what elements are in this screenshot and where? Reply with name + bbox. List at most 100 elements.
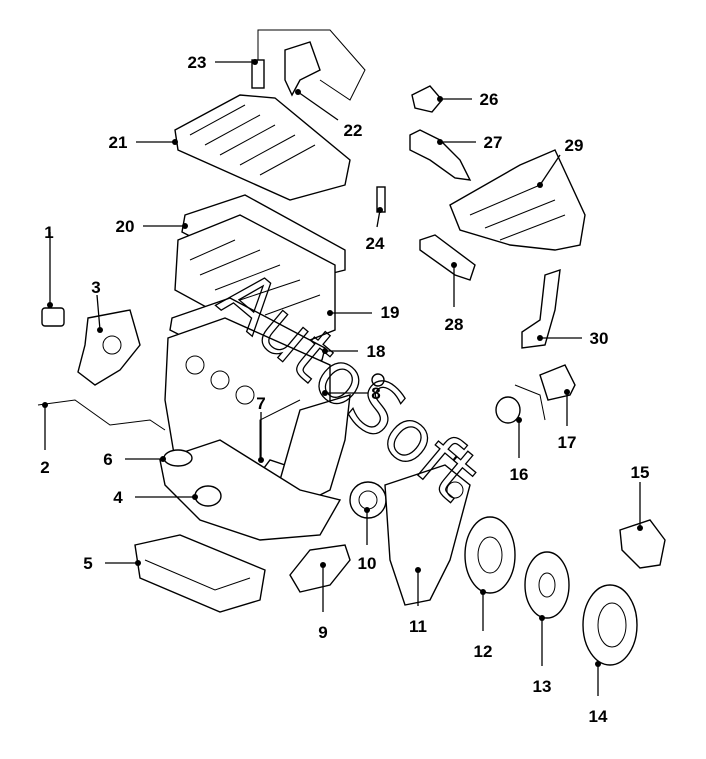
part-pressure-plate (582, 584, 638, 666)
callout-10: 10 (358, 507, 377, 573)
callout-2: 2 (40, 402, 50, 477)
part-oil-filter (539, 364, 576, 401)
callout-29: 29 (537, 136, 583, 188)
part-flywheel (464, 516, 516, 594)
leader-dot (451, 262, 457, 268)
callout-label: 29 (565, 136, 584, 155)
leader-dot (537, 182, 543, 188)
parts (37, 29, 666, 666)
callout-label: 28 (445, 315, 464, 334)
part-ignition-coil (284, 41, 321, 97)
callout-7: 7 (256, 394, 266, 463)
callout-label: 21 (109, 133, 128, 152)
callout-27: 27 (437, 133, 502, 152)
callout-30: 30 (537, 329, 608, 348)
part-valve-cover (174, 94, 351, 201)
callout-label: 15 (631, 463, 650, 482)
callout-label: 18 (367, 342, 386, 361)
callout-label: 24 (366, 234, 385, 253)
callout-label: 20 (116, 217, 135, 236)
callout-22: 22 (295, 89, 362, 140)
callout-8: 8 (322, 384, 381, 403)
part-intake-manifold (449, 149, 586, 251)
part-throttle-sensor (411, 85, 443, 113)
callout-17: 17 (558, 389, 576, 452)
callout-12: 12 (474, 589, 493, 661)
leader-line (96, 294, 101, 331)
part-bracket (521, 268, 561, 349)
leader-dot (172, 139, 178, 145)
leader-dot (192, 494, 198, 500)
leader-dot (320, 562, 326, 568)
callout-label: 1 (44, 223, 53, 242)
callout-16: 16 (510, 417, 529, 484)
leader-dot (564, 389, 570, 395)
leader-dot (252, 59, 258, 65)
callouts: 1234567891011121314151617181920212223242… (40, 53, 649, 726)
callout-label: 27 (484, 133, 503, 152)
part-rear-plate (384, 464, 471, 606)
callout-label: 23 (188, 53, 207, 72)
leader-dot (135, 560, 141, 566)
callout-20: 20 (116, 217, 188, 236)
callout-label: 22 (344, 121, 363, 140)
leader-line (539, 154, 561, 186)
leader-dot (539, 615, 545, 621)
callout-19: 19 (327, 303, 399, 322)
leader-dot (160, 456, 166, 462)
leader-dot (415, 567, 421, 573)
part-strainer (194, 485, 222, 507)
callout-9: 9 (318, 562, 328, 642)
leader-dot (537, 335, 543, 341)
part-tensioner (495, 396, 521, 424)
part-clutch-disc (524, 551, 570, 619)
callout-label: 16 (510, 465, 529, 484)
part-pulley (41, 307, 65, 327)
callout-6: 6 (103, 450, 166, 469)
leader-dot (377, 207, 383, 213)
leader-dot (182, 223, 188, 229)
callout-label: 9 (318, 623, 327, 642)
part-sensor (371, 373, 385, 387)
callout-13: 13 (533, 615, 551, 696)
leader-dot (97, 327, 103, 333)
callout-24: 24 (366, 207, 385, 253)
callout-label: 3 (91, 278, 100, 297)
callout-15: 15 (631, 463, 650, 531)
callout-label: 5 (83, 554, 92, 573)
callout-label: 10 (358, 554, 377, 573)
leader-dot (637, 525, 643, 531)
part-oil-pan (134, 534, 266, 613)
part-oil-pump (77, 309, 141, 386)
callout-23: 23 (188, 53, 258, 72)
callout-label: 11 (409, 617, 427, 636)
leader-dot (258, 457, 264, 463)
callout-label: 30 (590, 329, 609, 348)
part-starter (619, 519, 666, 569)
callout-label: 12 (474, 642, 493, 661)
callout-5: 5 (83, 554, 141, 573)
leader-dot (322, 390, 328, 396)
leader-dot (47, 302, 53, 308)
leader-dot (322, 348, 328, 354)
callout-label: 7 (256, 394, 265, 413)
part-dipstick-tube (37, 399, 166, 431)
callout-label: 26 (480, 90, 499, 109)
part-fuel-rail (409, 129, 472, 181)
callout-11: 11 (409, 567, 427, 636)
part-plug-cap (251, 59, 265, 89)
leader-dot (480, 589, 486, 595)
callout-21: 21 (109, 133, 178, 152)
callout-label: 8 (371, 384, 380, 403)
leader-dot (42, 402, 48, 408)
callout-label: 14 (589, 707, 608, 726)
callout-label: 4 (113, 488, 123, 507)
leader-dot (437, 139, 443, 145)
leader-dot (295, 89, 301, 95)
callout-1: 1 (44, 223, 54, 308)
callout-28: 28 (445, 262, 464, 334)
leader-dot (595, 661, 601, 667)
callout-label: 6 (103, 450, 112, 469)
part-manifold-gasket (419, 234, 476, 281)
